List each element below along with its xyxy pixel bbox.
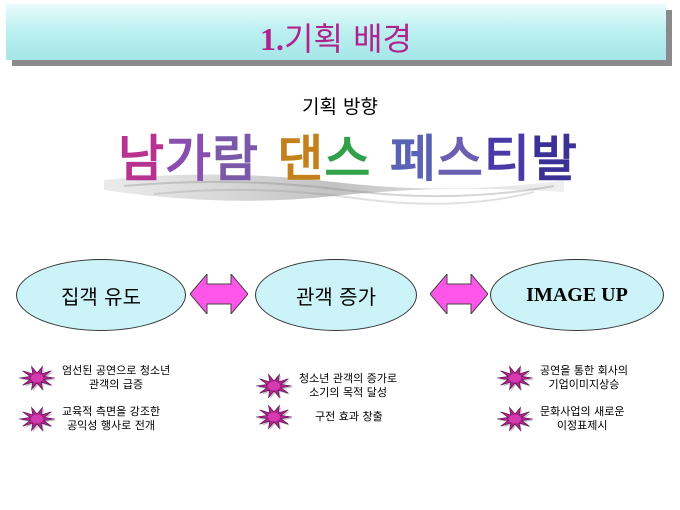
double-arrow-icon — [430, 274, 488, 314]
bullet-text: 구전 효과 창출 — [315, 410, 383, 423]
logo-text: 남가람 댄스 페스티발 — [118, 130, 578, 188]
bullet-text: 이정표제시 — [556, 419, 608, 432]
logo-char: 가 — [165, 130, 212, 188]
bullet-item: 구전 효과 창출 — [255, 404, 383, 430]
subtitle: 기획 방향 — [302, 96, 378, 118]
bullet-text: 공연을 통한 회사의 — [540, 364, 628, 377]
title-number: 1. — [260, 21, 285, 57]
logo-char: 발 — [531, 130, 578, 188]
logo-char: 스 — [437, 130, 484, 188]
title-bar: 1.기획 배경 — [6, 4, 666, 60]
double-arrow-icon — [190, 274, 248, 314]
bullet-text: 엄선된 공연으로 청소년 — [62, 364, 171, 377]
burst-star-icon — [497, 406, 534, 432]
goal-image-up: IMAGE UP — [490, 259, 664, 331]
bullet-text: 교육적 측면을 강조한 — [62, 405, 161, 418]
burst-star-icon — [497, 365, 534, 391]
logo-char: 댄 — [277, 130, 324, 188]
burst-star-icon — [19, 406, 56, 432]
logo-char — [371, 130, 389, 188]
festival-logo: 남가람 댄스 페스티발 — [104, 130, 578, 205]
logo-char: 남 — [118, 130, 165, 188]
bullet-text: 소기의 목적 달성 — [309, 386, 387, 399]
bullet-text: 문화사업의 새로운 — [540, 405, 625, 418]
logo-char: 페 — [390, 130, 437, 188]
bullet-text: 공익성 행사로 전개 — [67, 419, 156, 432]
title-label: 기획 배경 — [284, 20, 412, 58]
logo-char: 티 — [484, 130, 531, 188]
logo-char: 람 — [212, 130, 259, 188]
goal-attract-visitors: 집객 유도 — [16, 259, 186, 331]
logo-char: 스 — [324, 130, 371, 188]
goal-label: 집객 유도 — [61, 284, 141, 309]
burst-star-icon — [256, 373, 293, 399]
logo-char — [259, 130, 277, 188]
goal-label: IMAGE UP — [526, 283, 628, 306]
burst-star-icon — [256, 404, 293, 430]
slide-title: 1.기획 배경 — [6, 14, 666, 60]
logo-shadow — [104, 174, 564, 205]
bullet-text: 기업이미지상승 — [548, 378, 620, 391]
goal-label: 관객 증가 — [296, 284, 376, 309]
bullet-text: 관객의 급증 — [89, 378, 144, 391]
goal-audience-increase: 관객 증가 — [255, 259, 417, 331]
bullet-text: 청소년 관객의 증가로 — [299, 372, 398, 385]
burst-star-icon — [19, 365, 56, 391]
